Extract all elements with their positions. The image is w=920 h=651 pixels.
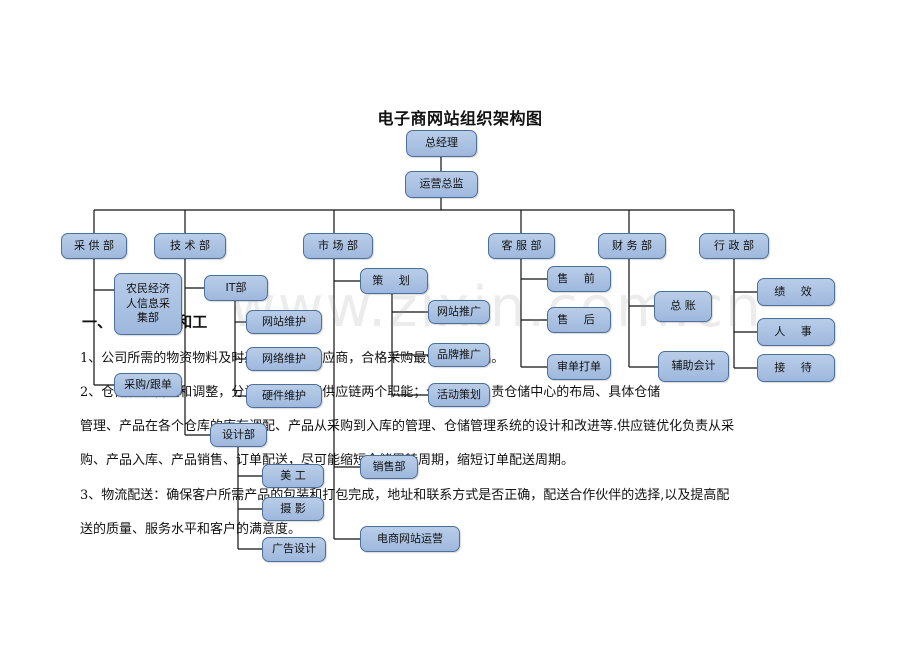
node-event-plan: 活动策划: [428, 383, 490, 407]
node-web-maint: 网站维护: [246, 310, 322, 334]
node-brand-promo: 品牌推广: [428, 343, 490, 367]
node-planning: 策 划: [360, 268, 428, 294]
node-customer-service: 客 服 部: [488, 233, 555, 259]
node-aftersale: 售 后: [547, 307, 611, 333]
node-ecom-ops: 电商网站运营: [360, 526, 460, 552]
node-net-maint: 网络维护: [246, 347, 322, 371]
node-art: 美 工: [262, 464, 324, 488]
node-purchasing: 采 供 部: [61, 233, 127, 259]
paragraph-2c: 购、产品入库、产品销售、订单配送，尽可能缩短仓储周转周期，缩短订单配送周期。: [80, 453, 575, 468]
node-performance: 绩 效: [757, 278, 835, 306]
node-hw-maint: 硬件维护: [246, 384, 322, 408]
paragraph-2b: 管理、产品在各个仓库的库存调配、产品从采购到入库的管理、仓储管理系统的设计和改进…: [80, 419, 735, 434]
node-admin: 行 政 部: [699, 233, 769, 259]
node-ad-design: 广告设计: [262, 537, 326, 562]
node-personnel: 人 事: [757, 318, 835, 346]
chart-title: 电子商网站组织架构图: [377, 109, 543, 128]
node-assistant-acct: 辅助会计: [658, 351, 729, 382]
paragraph-2a: 2、仓储物流管理和调整，分为仓储运营和供应链两个职能；仓储运营负责仓储中心的布局…: [80, 385, 661, 400]
node-marketing: 市 场 部: [303, 233, 373, 259]
node-purchase-follow: 采购/跟单: [114, 373, 182, 397]
node-sales: 销售部: [360, 455, 418, 479]
node-photo: 摄 影: [262, 497, 324, 521]
paragraph-3b: 送的质量、服务水平和客户的满意度。: [80, 522, 302, 537]
node-farmer-info-dept: 农民经济人信息采集部: [114, 273, 182, 335]
node-presale: 售 前: [547, 266, 611, 292]
node-tech: 技 术 部: [154, 233, 226, 259]
node-general-ledger: 总 账: [654, 291, 712, 322]
node-ops-director: 运营总监: [405, 171, 478, 198]
node-order-print: 审单打单: [547, 354, 611, 380]
node-it: IT部: [204, 275, 268, 301]
node-reception: 接 待: [757, 354, 835, 382]
node-ceo: 总经理: [406, 130, 477, 157]
node-finance: 财 务 部: [598, 233, 666, 259]
node-web-promo: 网站推广: [428, 300, 490, 324]
node-design: 设计部: [210, 423, 267, 447]
paragraph-3a: 3、物流配送：确保客户所需产品的包装和打包完成，地址和联系方式是否正确，配送合作…: [80, 488, 730, 503]
